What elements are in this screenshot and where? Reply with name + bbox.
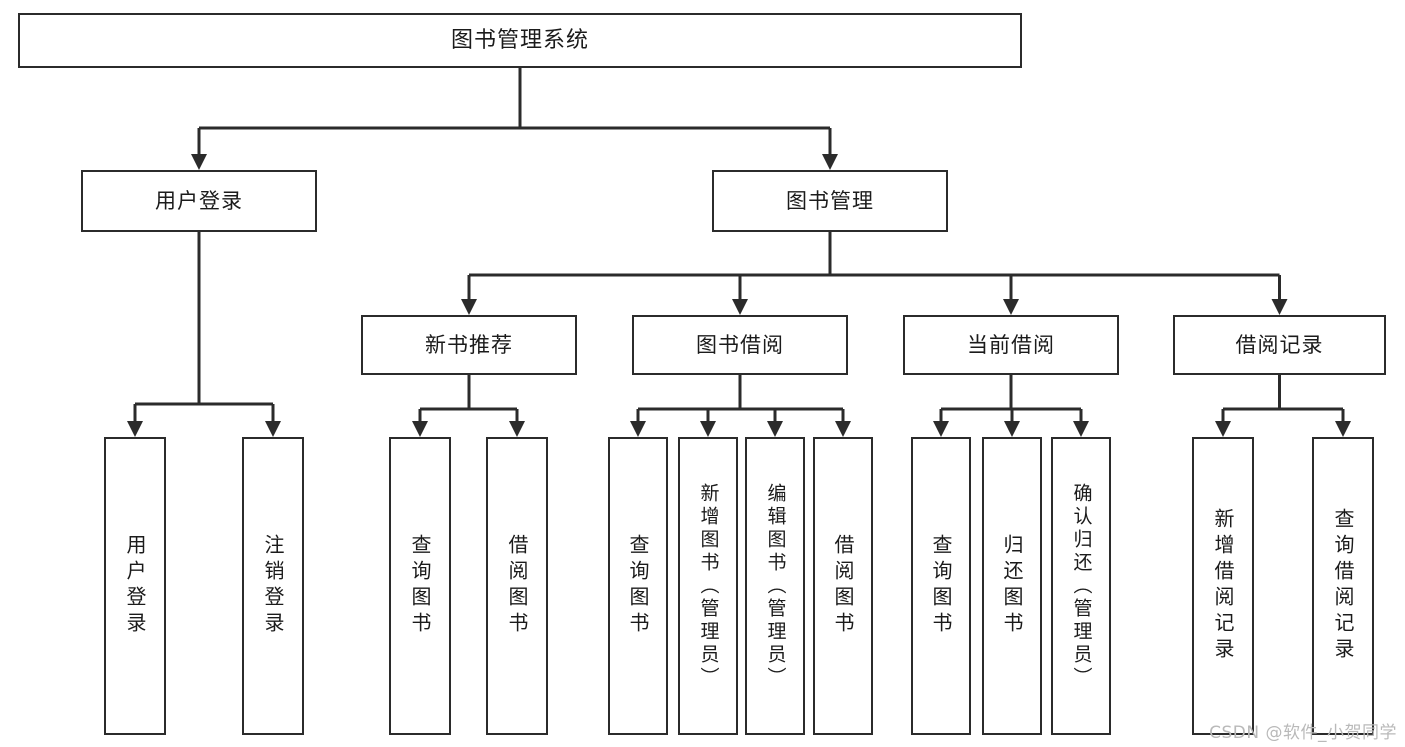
node-leaf-edit-book[interactable]: 编辑图书（管理员） — [745, 437, 805, 735]
node-label: 新增借阅记录 — [1211, 508, 1235, 664]
node-label: 查询图书 — [626, 534, 650, 638]
arrow-head — [1003, 299, 1019, 315]
arrow-head — [630, 421, 646, 437]
node-label: 确认归还（管理员） — [1070, 482, 1093, 690]
node-leaf-borrow-book[interactable]: 借阅图书 — [813, 437, 873, 735]
node-label: 查询图书 — [929, 534, 953, 638]
node-label: 新书推荐 — [425, 332, 513, 357]
node-user-login[interactable]: 用户登录 — [81, 170, 317, 232]
arrow-head — [1335, 421, 1351, 437]
node-label: 注销登录 — [261, 534, 285, 638]
node-label: 编辑图书（管理员） — [764, 482, 787, 690]
arrow-head — [1073, 421, 1089, 437]
node-label: 图书借阅 — [696, 332, 784, 357]
arrow-head — [700, 421, 716, 437]
node-leaf-cur-query-book[interactable]: 查询图书 — [911, 437, 971, 735]
node-leaf-rec-borrow-book[interactable]: 借阅图书 — [486, 437, 548, 735]
arrow-head — [265, 421, 281, 437]
node-borrow-record[interactable]: 借阅记录 — [1173, 315, 1386, 375]
arrow-head — [933, 421, 949, 437]
node-leaf-borrow-query-book[interactable]: 查询图书 — [608, 437, 668, 735]
node-label: 借阅图书 — [831, 534, 855, 638]
node-book-borrow[interactable]: 图书借阅 — [632, 315, 848, 375]
arrow-head — [127, 421, 143, 437]
node-label: 图书管理 — [786, 188, 874, 213]
node-book-manage[interactable]: 图书管理 — [712, 170, 948, 232]
node-leaf-return-book[interactable]: 归还图书 — [982, 437, 1042, 735]
watermark: CSDN @软件_小贺同学 — [1209, 723, 1397, 743]
arrow-head — [835, 421, 851, 437]
node-current-borrow[interactable]: 当前借阅 — [903, 315, 1119, 375]
arrow-head — [1271, 299, 1288, 315]
node-new-book-rec[interactable]: 新书推荐 — [361, 315, 577, 375]
node-label: 用户登录 — [123, 534, 147, 638]
arrow-head — [412, 421, 428, 437]
node-root[interactable]: 图书管理系统 — [18, 13, 1022, 68]
arrow-head — [732, 299, 748, 315]
node-label: 查询借阅记录 — [1331, 508, 1355, 664]
arrow-head — [767, 421, 783, 437]
node-label: 用户登录 — [155, 188, 243, 213]
node-label: 借阅图书 — [505, 534, 529, 638]
node-leaf-confirm-return[interactable]: 确认归还（管理员） — [1051, 437, 1111, 735]
arrow-head — [191, 154, 207, 170]
node-label: 新增图书（管理员） — [697, 482, 720, 690]
arrow-head — [1215, 421, 1231, 437]
arrow-head — [509, 421, 525, 437]
node-leaf-query-record[interactable]: 查询借阅记录 — [1312, 437, 1374, 735]
arrow-head — [1004, 421, 1020, 437]
node-leaf-rec-query-book[interactable]: 查询图书 — [389, 437, 451, 735]
node-label: 借阅记录 — [1235, 332, 1324, 357]
node-leaf-add-book[interactable]: 新增图书（管理员） — [678, 437, 738, 735]
node-leaf-user-login[interactable]: 用户登录 — [104, 437, 166, 735]
node-label: 归还图书 — [1000, 534, 1024, 638]
arrow-head — [822, 154, 838, 170]
node-leaf-add-record[interactable]: 新增借阅记录 — [1192, 437, 1254, 735]
arrow-head — [461, 299, 477, 315]
node-leaf-user-logout[interactable]: 注销登录 — [242, 437, 304, 735]
node-label: 查询图书 — [408, 534, 432, 638]
node-label: 当前借阅 — [967, 332, 1055, 357]
node-label: 图书管理系统 — [450, 27, 589, 53]
